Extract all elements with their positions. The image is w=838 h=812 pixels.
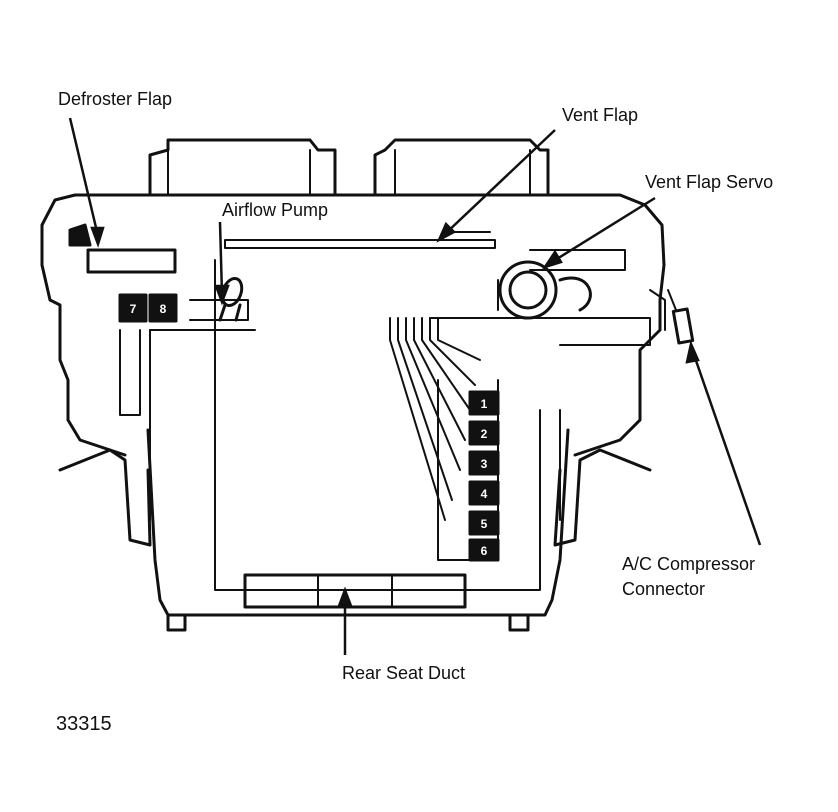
label-vent-flap-servo: Vent Flap Servo [645,172,774,192]
vent-flap [224,231,496,249]
left-pipe [119,329,141,416]
vent-flap-servo [497,249,626,320]
connector-number-1: 1 [481,397,488,411]
top-housing-left [148,138,337,197]
leader-ac-compressor [691,351,762,546]
leader-vent-flap [444,129,556,235]
label-ac-compressor-line2: Connector [622,579,706,599]
main-housing [40,193,666,632]
connector-number-2: 2 [481,427,488,441]
defroster-flap [68,223,177,274]
label-vent-flap: Vent Flap [562,105,639,125]
connector-number-8: 8 [160,302,167,316]
connector-number-6: 6 [481,544,488,558]
connector-column [437,379,500,562]
wire-harness [389,289,666,521]
label-rear-seat-duct: Rear Seat Duct [342,663,466,683]
ac-compressor-connector [667,289,695,345]
figure-number: 33315 [56,713,112,735]
leader-airflow-pump [218,221,224,296]
top-housing-right [373,138,550,197]
label-airflow-pump: Airflow Pump [222,200,329,220]
label-defroster-flap: Defroster Flap [58,89,173,109]
label-ac-compressor-line1: A/C Compressor [622,554,756,574]
leader-vent-flap-servo [551,196,656,264]
connector-number-3: 3 [481,457,488,471]
connector-number-4: 4 [481,487,488,501]
connector-number-7: 7 [130,302,137,316]
connector-number-5: 5 [481,517,488,531]
pump-connectors [118,293,178,323]
rear-seat-duct [243,573,467,609]
leader-defroster-flap [68,117,100,237]
